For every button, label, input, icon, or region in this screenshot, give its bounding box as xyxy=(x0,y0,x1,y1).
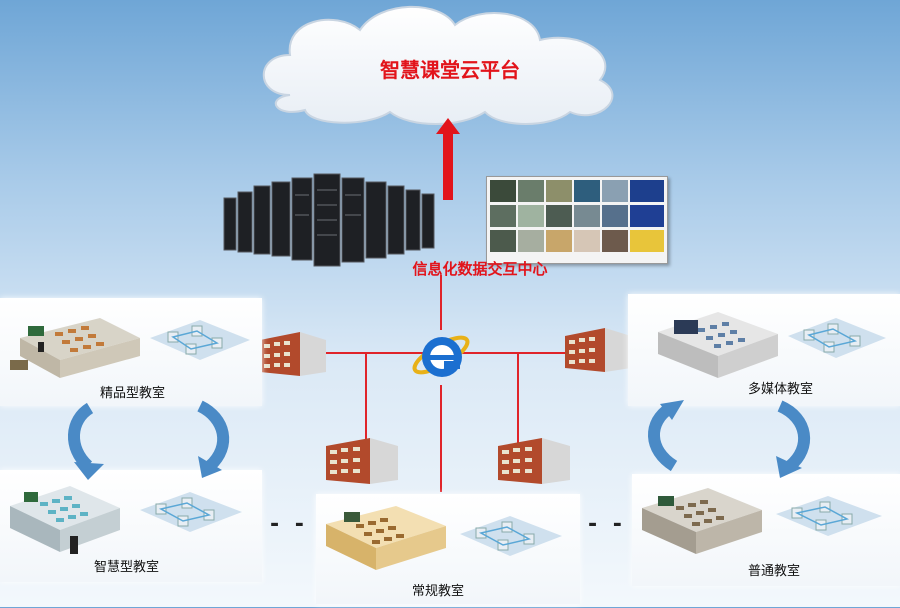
internet-explorer-icon[interactable] xyxy=(408,325,474,385)
office-building-icon xyxy=(260,332,326,376)
classroom-label-duomeiti: 多媒体教室 xyxy=(748,382,814,397)
network-topology-icon xyxy=(140,492,242,532)
classroom-illustration xyxy=(10,318,250,378)
classroom-label-changgui: 常规教室 xyxy=(412,584,465,599)
office-building-icon xyxy=(565,328,631,372)
classroom-label-putong: 普通教室 xyxy=(748,564,801,579)
classroom-label-zhihui: 智慧型教室 xyxy=(94,560,160,575)
office-building-icon xyxy=(326,438,398,484)
cycle-arrows-left xyxy=(68,400,230,480)
classroom-panel-duomeiti[interactable] xyxy=(628,294,900,406)
cloud-shape xyxy=(262,5,614,125)
classroom-illustration xyxy=(10,486,242,554)
upload-arrow xyxy=(436,118,460,200)
classroom-panel-changgui[interactable] xyxy=(316,494,580,604)
classroom-illustration xyxy=(642,488,882,554)
network-topology-icon xyxy=(776,496,882,536)
network-topology-icon xyxy=(150,320,250,360)
cloud-platform-title: 智慧课堂云平台 xyxy=(380,58,520,82)
classroom-panel-putong[interactable] xyxy=(632,474,900,586)
network-topology-icon xyxy=(460,516,562,556)
data-center-label: 信息化数据交互中心 xyxy=(412,260,548,278)
video-wall-icon xyxy=(486,176,668,264)
office-building-icon xyxy=(498,438,570,484)
classroom-label-jingpin: 精品型教室 xyxy=(100,386,166,401)
separator-right: - - xyxy=(588,512,626,537)
classroom-panel-jingpin[interactable] xyxy=(0,298,262,406)
server-rack-icon xyxy=(223,173,435,267)
network-topology-icon xyxy=(788,318,886,358)
classroom-illustration xyxy=(658,312,886,378)
classroom-panel-zhihui[interactable] xyxy=(0,470,262,582)
classroom-illustration xyxy=(326,506,562,570)
cycle-arrows-right xyxy=(648,400,811,478)
separator-left: - - xyxy=(270,512,308,537)
